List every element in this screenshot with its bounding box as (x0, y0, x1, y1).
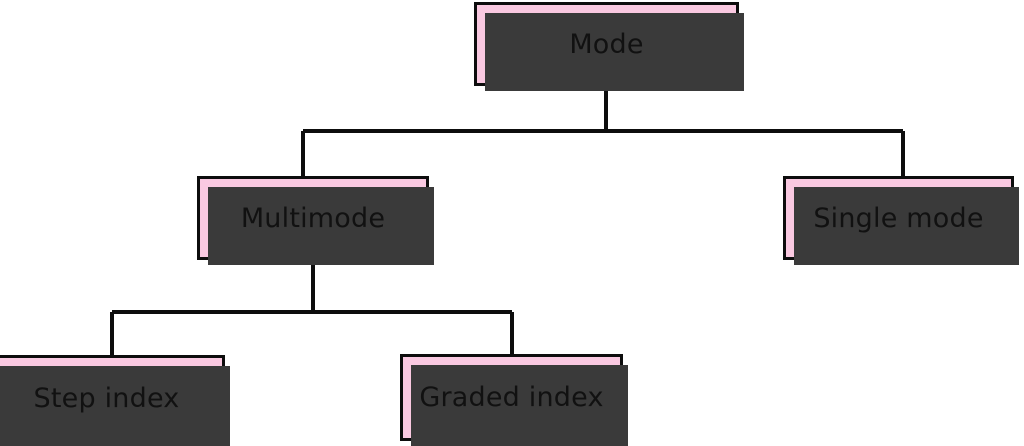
node-shadow (0, 366, 230, 446)
node-graded-index[interactable]: Graded index (400, 354, 628, 446)
node-shadow (794, 187, 1019, 265)
node-label: Mode (569, 28, 644, 60)
node-label: Multimode (240, 202, 386, 234)
node-shadow (411, 365, 628, 446)
node-step-index[interactable]: Step index (0, 355, 230, 446)
node-label: Step index (33, 382, 180, 414)
node-single-mode[interactable]: Single mode (783, 176, 1019, 265)
node-shadow (485, 13, 744, 91)
node-label: Single mode (813, 202, 984, 234)
node-shadow (208, 187, 434, 265)
node-label: Graded index (419, 382, 604, 413)
node-mode[interactable]: Mode (474, 2, 744, 91)
node-multimode[interactable]: Multimode (197, 176, 434, 265)
